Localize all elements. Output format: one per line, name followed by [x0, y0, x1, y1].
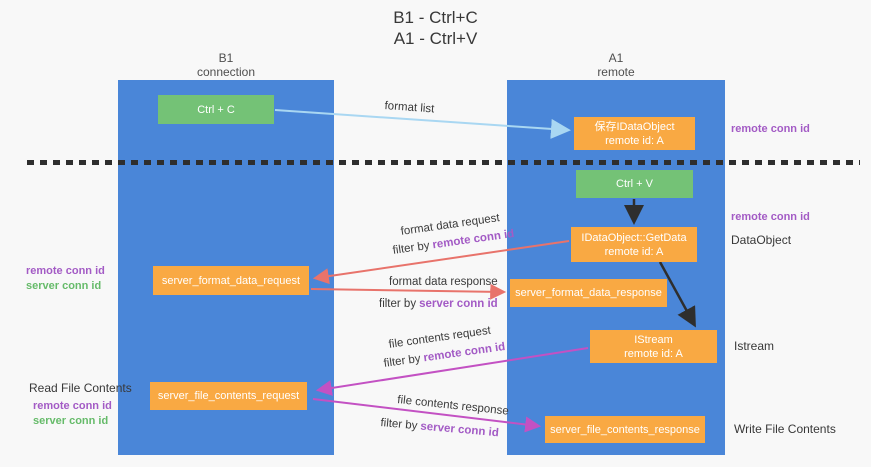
node-server-file-contents-response-label: server_file_contents_response [550, 423, 700, 436]
node-server-file-contents-response: server_file_contents_response [545, 416, 705, 443]
session-separator-line [27, 160, 860, 165]
istream-label: Istream [734, 339, 775, 353]
format-data-response-label: format data response [389, 276, 498, 288]
server-conn-id-key: server conn id [419, 298, 498, 310]
node-save-idataobject-line2: remote id: A [605, 134, 664, 147]
node-idataobject-getdata-line1: IDataObject::GetData [581, 231, 687, 244]
server-conn-id-key: server conn id [419, 420, 500, 440]
format-list-label: format list [384, 100, 435, 116]
filter-by-text: filter by [379, 298, 417, 310]
column-b1-subtitle: connection [196, 65, 256, 79]
title-line-2: A1 - Ctrl+V [393, 29, 478, 48]
left-remote-conn-id-label-2: remote conn id [33, 400, 112, 412]
file-contents-response-label: file contents response [396, 394, 510, 418]
node-server-file-contents-request: server_file_contents_request [150, 382, 307, 410]
filter-by-text: filter by [379, 417, 418, 433]
node-istream: IStream remote id: A [590, 330, 717, 363]
write-file-contents-label: Write File Contents [734, 422, 836, 436]
dataobject-label: DataObject [731, 233, 792, 247]
node-idataobject-getdata: IDataObject::GetData remote id: A [571, 227, 697, 262]
node-server-format-data-response: server_format_data_response [510, 279, 667, 307]
left-remote-conn-id-label-1: remote conn id [26, 265, 105, 277]
node-save-idataobject: 保存IDataObject remote id: A [574, 117, 695, 150]
filter-by-text: filter by [392, 239, 431, 257]
node-ctrl-c: Ctrl + C [158, 95, 274, 124]
right-remote-conn-id-label-2: remote conn id [731, 211, 810, 223]
node-ctrl-v-label: Ctrl + V [616, 178, 653, 190]
node-istream-line2: remote id: A [624, 347, 683, 360]
format-data-response-arrow [310, 283, 507, 300]
read-file-contents-label: Read File Contents [29, 381, 132, 395]
node-server-format-data-request: server_format_data_request [153, 266, 309, 295]
node-server-file-contents-request-label: server_file_contents_request [157, 390, 300, 402]
title-line-1: B1 - Ctrl+C [393, 8, 478, 27]
column-b1-name: B1 [218, 51, 234, 65]
column-a1-subtitle: remote [597, 65, 635, 79]
left-server-conn-id-label-1: server conn id [26, 280, 102, 292]
column-header-a1: A1 remote [507, 51, 725, 79]
node-ctrl-v: Ctrl + V [576, 170, 693, 198]
node-idataobject-getdata-line2: remote id: A [604, 245, 664, 258]
node-istream-line1: IStream [634, 333, 673, 346]
filter-by-text: filter by [383, 352, 422, 370]
node-server-format-data-request-label: server_format_data_request [161, 274, 301, 287]
node-ctrl-c-label: Ctrl + C [197, 103, 235, 116]
right-remote-conn-id-label-1: remote conn id [731, 123, 810, 135]
column-a1-name: A1 [608, 51, 624, 65]
left-server-conn-id-label-2: server conn id [33, 415, 109, 427]
node-server-format-data-response-label: server_format_data_response [515, 287, 662, 299]
diagram-title: B1 - Ctrl+C A1 - Ctrl+V [0, 7, 871, 49]
node-save-idataobject-line1: 保存IDataObject [594, 120, 675, 133]
column-header-b1: B1 connection [118, 51, 334, 79]
